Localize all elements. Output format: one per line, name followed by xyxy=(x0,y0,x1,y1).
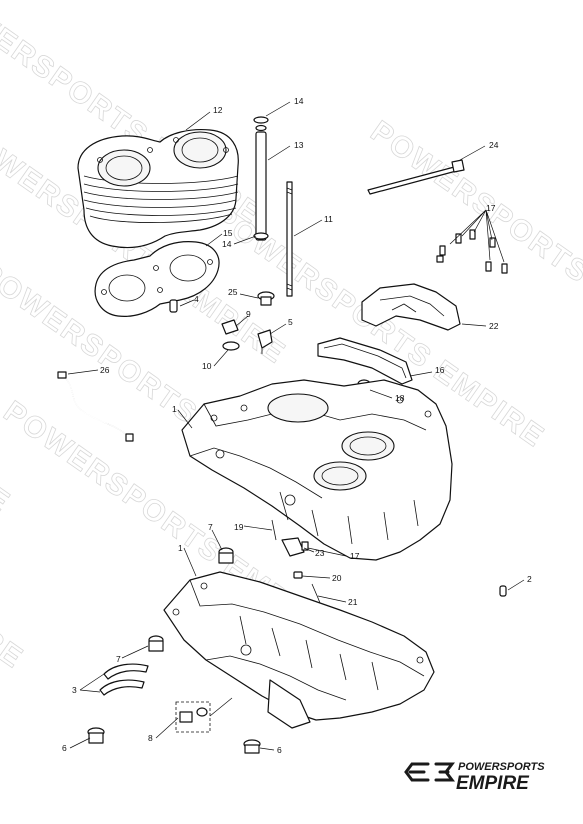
callout-7: 7 xyxy=(116,654,121,664)
upper-crankcase xyxy=(181,379,453,561)
callout-25: 25 xyxy=(228,287,238,297)
oil-pressure-plug xyxy=(175,701,211,733)
drain-plug-small xyxy=(221,319,240,351)
retaining-lever xyxy=(271,519,277,541)
lower-crankcase xyxy=(163,571,435,729)
breather-rod xyxy=(367,159,465,195)
callout-2: 2 xyxy=(527,574,532,584)
callout-23: 23 xyxy=(315,548,325,558)
blanking-plug xyxy=(257,291,275,306)
drain-plug-left xyxy=(87,727,105,744)
cylinder-block xyxy=(77,128,239,249)
bracket xyxy=(281,537,309,557)
powersports-empire-logo: POWERSPORTS EMPIRE xyxy=(404,761,545,794)
callout-6: 6 xyxy=(62,743,67,753)
callouts: 12 14 13 24 17 11 15 14 4 25 9 5 22 10 1… xyxy=(62,96,532,755)
crankcase-bolts xyxy=(436,229,508,274)
callout-12: 12 xyxy=(213,105,223,115)
oil-feed-tube xyxy=(253,116,269,241)
breather-gasket xyxy=(317,337,413,385)
callout-5: 5 xyxy=(288,317,293,327)
powersports-empire-emblem-icon xyxy=(404,762,455,782)
callout-13: 13 xyxy=(294,140,304,150)
callout-6: 6 xyxy=(277,745,282,755)
callout-1: 1 xyxy=(178,543,183,553)
callout-4: 4 xyxy=(194,294,199,304)
leader-lines xyxy=(67,101,525,751)
callout-7: 7 xyxy=(208,522,213,532)
breather-cover xyxy=(361,283,461,331)
callout-22: 22 xyxy=(489,321,499,331)
callout-14: 14 xyxy=(222,239,232,249)
callout-8: 8 xyxy=(148,733,153,743)
bearing-shells xyxy=(99,663,149,696)
callout-10: 10 xyxy=(202,361,212,371)
callout-19: 19 xyxy=(234,522,244,532)
callout-24: 24 xyxy=(489,140,499,150)
watermark-text: POWERSPORTS EMPIRE xyxy=(0,421,30,675)
callout-16: 16 xyxy=(435,365,445,375)
spring xyxy=(293,571,303,579)
callout-11: 11 xyxy=(324,214,333,224)
callout-21: 21 xyxy=(348,597,358,607)
cylinder-stud xyxy=(286,181,293,297)
callout-1: 1 xyxy=(172,404,177,414)
drain-plug-right xyxy=(243,739,261,754)
callout-26: 26 xyxy=(100,365,110,375)
callout-9: 9 xyxy=(246,309,251,319)
logo-top-text: POWERSPORTS xyxy=(458,761,545,773)
breather-pipe xyxy=(57,371,134,442)
callout-3: 3 xyxy=(72,685,77,695)
dowel-bush-lower xyxy=(148,635,164,652)
callout-17: 17 xyxy=(486,203,496,213)
dowel-pin xyxy=(169,299,178,313)
callout-18: 18 xyxy=(395,393,405,403)
callout-15: 15 xyxy=(223,228,233,238)
logo-bottom-text: EMPIRE xyxy=(456,773,530,794)
sensor-switch xyxy=(257,329,273,354)
callout-14: 14 xyxy=(294,96,304,106)
cylinder-base-gasket xyxy=(94,241,220,317)
callout-17: 17 xyxy=(350,551,360,561)
callout-20: 20 xyxy=(332,573,342,583)
dowel-pin-small xyxy=(499,585,507,597)
dowel-bush-upper xyxy=(218,547,234,564)
